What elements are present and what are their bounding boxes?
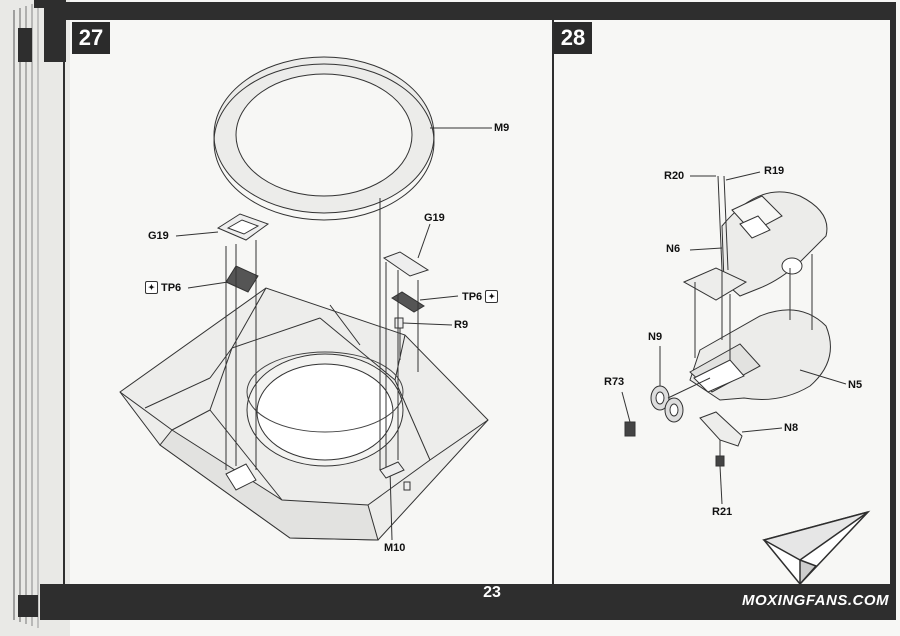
label-n9: N9 (648, 331, 663, 343)
g19-right-part (382, 251, 430, 277)
label-tp6-left: ✦ TP6 (145, 281, 181, 294)
label-n6: N6 (666, 243, 681, 255)
tp6-left-part (225, 265, 259, 293)
label-tp6-right: TP6 ✦ (462, 290, 499, 303)
page-number: 23 (483, 584, 501, 601)
r21-part (715, 455, 725, 467)
label-m10: M10 (384, 542, 406, 554)
watermark: MOXINGFANS.COM (742, 592, 890, 609)
label-r19: R19 (764, 165, 785, 177)
r73-part (624, 421, 636, 437)
label-r9: R9 (454, 319, 469, 331)
label-n5: N5 (848, 379, 863, 391)
label-n8: N8 (784, 422, 799, 434)
paper-plane-logo-icon (762, 510, 871, 586)
photo-etch-part-icon: ✦ (145, 281, 158, 294)
label-g19-right: G19 (424, 212, 445, 224)
photo-etch-part-icon: ✦ (485, 290, 499, 303)
step-number-28: 28 (554, 22, 592, 54)
label-g19-left: G19 (148, 230, 169, 242)
step-number-27: 27 (72, 22, 110, 54)
label-r20: R20 (664, 170, 685, 182)
n8-part (699, 411, 743, 447)
label-m9: M9 (494, 122, 510, 134)
label-tp6-left-text: TP6 (161, 281, 182, 294)
tp6-right-part (391, 291, 425, 313)
label-r73: R73 (604, 376, 625, 388)
label-r21: R21 (712, 506, 733, 518)
label-tp6-right-text: TP6 (462, 290, 483, 303)
